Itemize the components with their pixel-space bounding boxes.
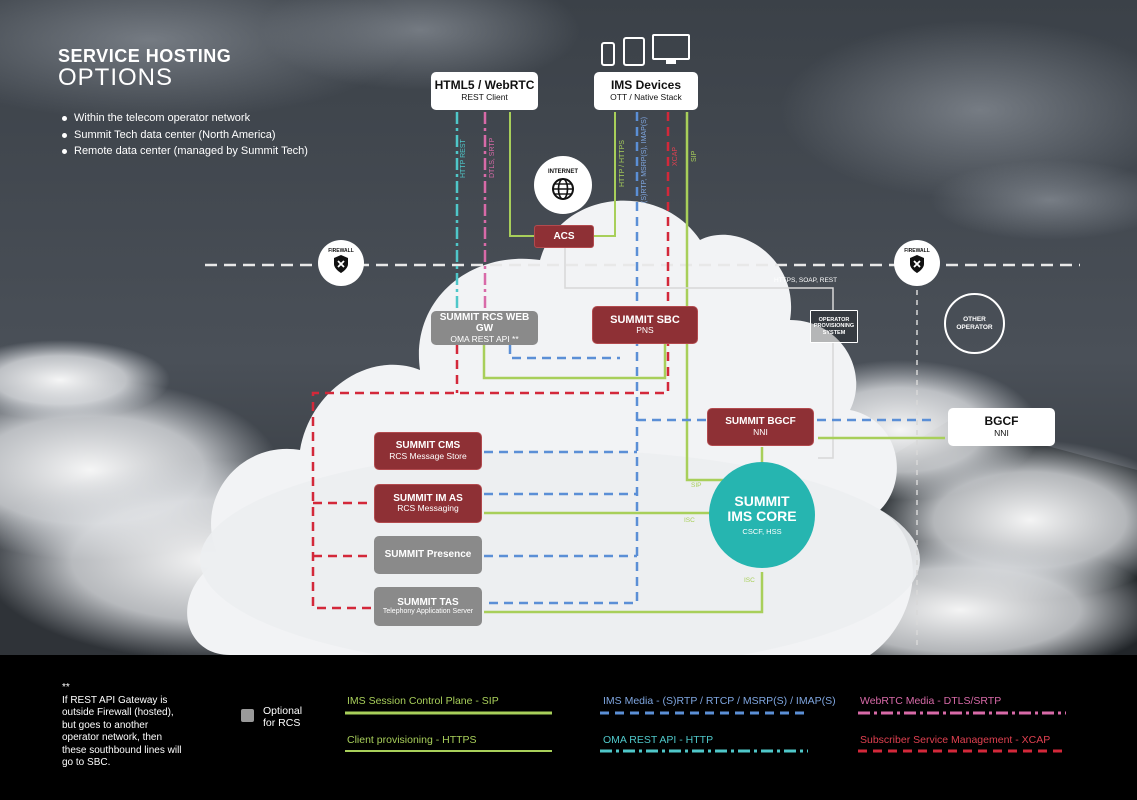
optional-label: Optional for RCS bbox=[263, 705, 303, 729]
im-as-title: SUMMIT IM AS bbox=[393, 492, 463, 504]
ims-devices-subtitle: OTT / Native Stack bbox=[610, 92, 682, 103]
globe-icon bbox=[552, 178, 574, 200]
summit-bgcf-subtitle: NNI bbox=[753, 426, 768, 437]
sbc-subtitle: PNS bbox=[636, 325, 654, 336]
firewall-right[interactable]: FIREWALL bbox=[894, 240, 940, 286]
shield-icon bbox=[910, 255, 924, 273]
html5-webrtc-client[interactable]: HTML5 / WebRTC REST Client bbox=[431, 72, 538, 110]
label-https-soap-rest: HTTPS, SOAP, REST bbox=[774, 277, 838, 284]
summit-im-as[interactable]: SUMMIT IM AS RCS Messaging bbox=[374, 484, 482, 523]
hosting-options-list: Within the telecom operator network Summ… bbox=[60, 110, 308, 160]
footnote: ** If REST API Gateway is outside Firewa… bbox=[62, 682, 182, 770]
firewall-left[interactable]: FIREWALL bbox=[318, 240, 364, 286]
firewall-right-label: FIREWALL bbox=[904, 248, 930, 254]
cms-title: SUMMIT CMS bbox=[395, 440, 461, 452]
label-isc-left: ISC bbox=[684, 517, 695, 524]
sbc-title: SUMMIT SBC bbox=[610, 313, 680, 326]
summit-ims-core[interactable]: SUMMIT IMS CORE CSCF, HSS bbox=[709, 462, 815, 568]
internet-node[interactable]: INTERNET bbox=[534, 156, 592, 214]
html5-subtitle: REST Client bbox=[461, 92, 508, 103]
line-gw-sbc-media bbox=[508, 345, 620, 360]
cms-subtitle: RCS Message Store bbox=[389, 450, 467, 461]
ims-core-subtitle: CSCF, HSS bbox=[742, 526, 782, 536]
legend-label-webrtc: WebRTC Media - DTLS/SRTP bbox=[860, 695, 1002, 707]
other-operator-node[interactable]: OTHER OPERATOR bbox=[944, 293, 1005, 354]
external-bgcf-subtitle: NNI bbox=[994, 428, 1009, 439]
label-isc-bottom: ISC bbox=[744, 577, 755, 584]
ims-core-title1: SUMMIT bbox=[734, 493, 790, 510]
operator-provisioning-system[interactable]: OPERATOR PROVISIONING SYSTEM bbox=[810, 310, 858, 343]
tas-subtitle: Telephony Application Server bbox=[382, 608, 474, 616]
summit-bgcf-title: SUMMIT BGCF bbox=[725, 416, 796, 428]
footnote-text: If REST API Gateway is outside Firewall … bbox=[62, 694, 182, 769]
phone-icon bbox=[601, 42, 615, 66]
firewall-left-label: FIREWALL bbox=[328, 248, 354, 254]
list-item: Summit Tech data center (North America) bbox=[60, 127, 308, 144]
line-ops-bgcf bbox=[818, 342, 834, 459]
external-bgcf-title: BGCF bbox=[984, 414, 1019, 429]
optional-swatch bbox=[241, 709, 254, 722]
tas-title: SUMMIT TAS bbox=[397, 596, 459, 608]
line-html5-acs bbox=[509, 112, 535, 237]
line-ims-xcap bbox=[311, 112, 670, 610]
rcs-web-gw-title: SUMMIT RCS WEB GW bbox=[439, 311, 530, 335]
page-title-line2: OPTIONS bbox=[58, 64, 174, 91]
summit-cms[interactable]: SUMMIT CMS RCS Message Store bbox=[374, 432, 482, 470]
legend-label-sip: IMS Session Control Plane - SIP bbox=[347, 695, 499, 707]
line-acs-ops bbox=[564, 248, 834, 310]
line-ims-sip bbox=[685, 112, 735, 482]
external-bgcf[interactable]: BGCF NNI bbox=[948, 408, 1055, 446]
legend-label-xcap: Subscriber Service Management - XCAP bbox=[860, 734, 1051, 746]
rcs-web-gw-subtitle: OMA REST API ** bbox=[450, 333, 519, 344]
line-ims-media bbox=[484, 112, 639, 605]
summit-presence[interactable]: SUMMIT Presence bbox=[374, 536, 482, 574]
legend-label-oma-rest: OMA REST API - HTTP bbox=[603, 734, 714, 746]
shield-icon bbox=[334, 255, 348, 273]
ims-core-title2: IMS CORE bbox=[727, 508, 797, 524]
legend-label-provisioning: Client provisioning - HTTPS bbox=[347, 734, 477, 746]
page-title-line1: SERVICE HOSTING bbox=[58, 46, 232, 66]
summit-bgcf[interactable]: SUMMIT BGCF NNI bbox=[707, 408, 814, 446]
ims-devices-title: IMS Devices bbox=[610, 78, 682, 93]
devices-icon bbox=[601, 34, 690, 66]
acs-node[interactable]: ACS bbox=[534, 225, 594, 248]
list-item: Remote data center (managed by Summit Te… bbox=[60, 143, 308, 160]
label-sip-core: SIP bbox=[691, 482, 702, 489]
footnote-mark: ** bbox=[62, 682, 70, 693]
ims-devices-client[interactable]: IMS Devices OTT / Native Stack bbox=[594, 72, 698, 110]
summit-tas[interactable]: SUMMIT TAS Telephony Application Server bbox=[374, 587, 482, 626]
presence-title: SUMMIT Presence bbox=[384, 549, 472, 561]
other-operator-label: OTHER OPERATOR bbox=[956, 315, 993, 331]
ops-label: OPERATOR PROVISIONING SYSTEM bbox=[813, 316, 855, 336]
line-isc-tas bbox=[484, 572, 764, 614]
summit-sbc[interactable]: SUMMIT SBC PNS bbox=[592, 306, 698, 344]
legend-label-ims-media: IMS Media - (S)RTP / RTCP / MSRP(S) / IM… bbox=[603, 695, 836, 707]
summit-rcs-web-gw[interactable]: SUMMIT RCS WEB GW OMA REST API ** bbox=[431, 311, 538, 345]
im-as-subtitle: RCS Messaging bbox=[397, 503, 459, 514]
list-item: Within the telecom operator network bbox=[60, 110, 308, 127]
acs-title: ACS bbox=[553, 230, 575, 242]
html5-title: HTML5 / WebRTC bbox=[434, 78, 535, 93]
internet-label: INTERNET bbox=[548, 169, 578, 175]
line-ims-https bbox=[593, 112, 616, 237]
line-gw-sip bbox=[482, 338, 667, 380]
tablet-icon bbox=[623, 37, 645, 66]
